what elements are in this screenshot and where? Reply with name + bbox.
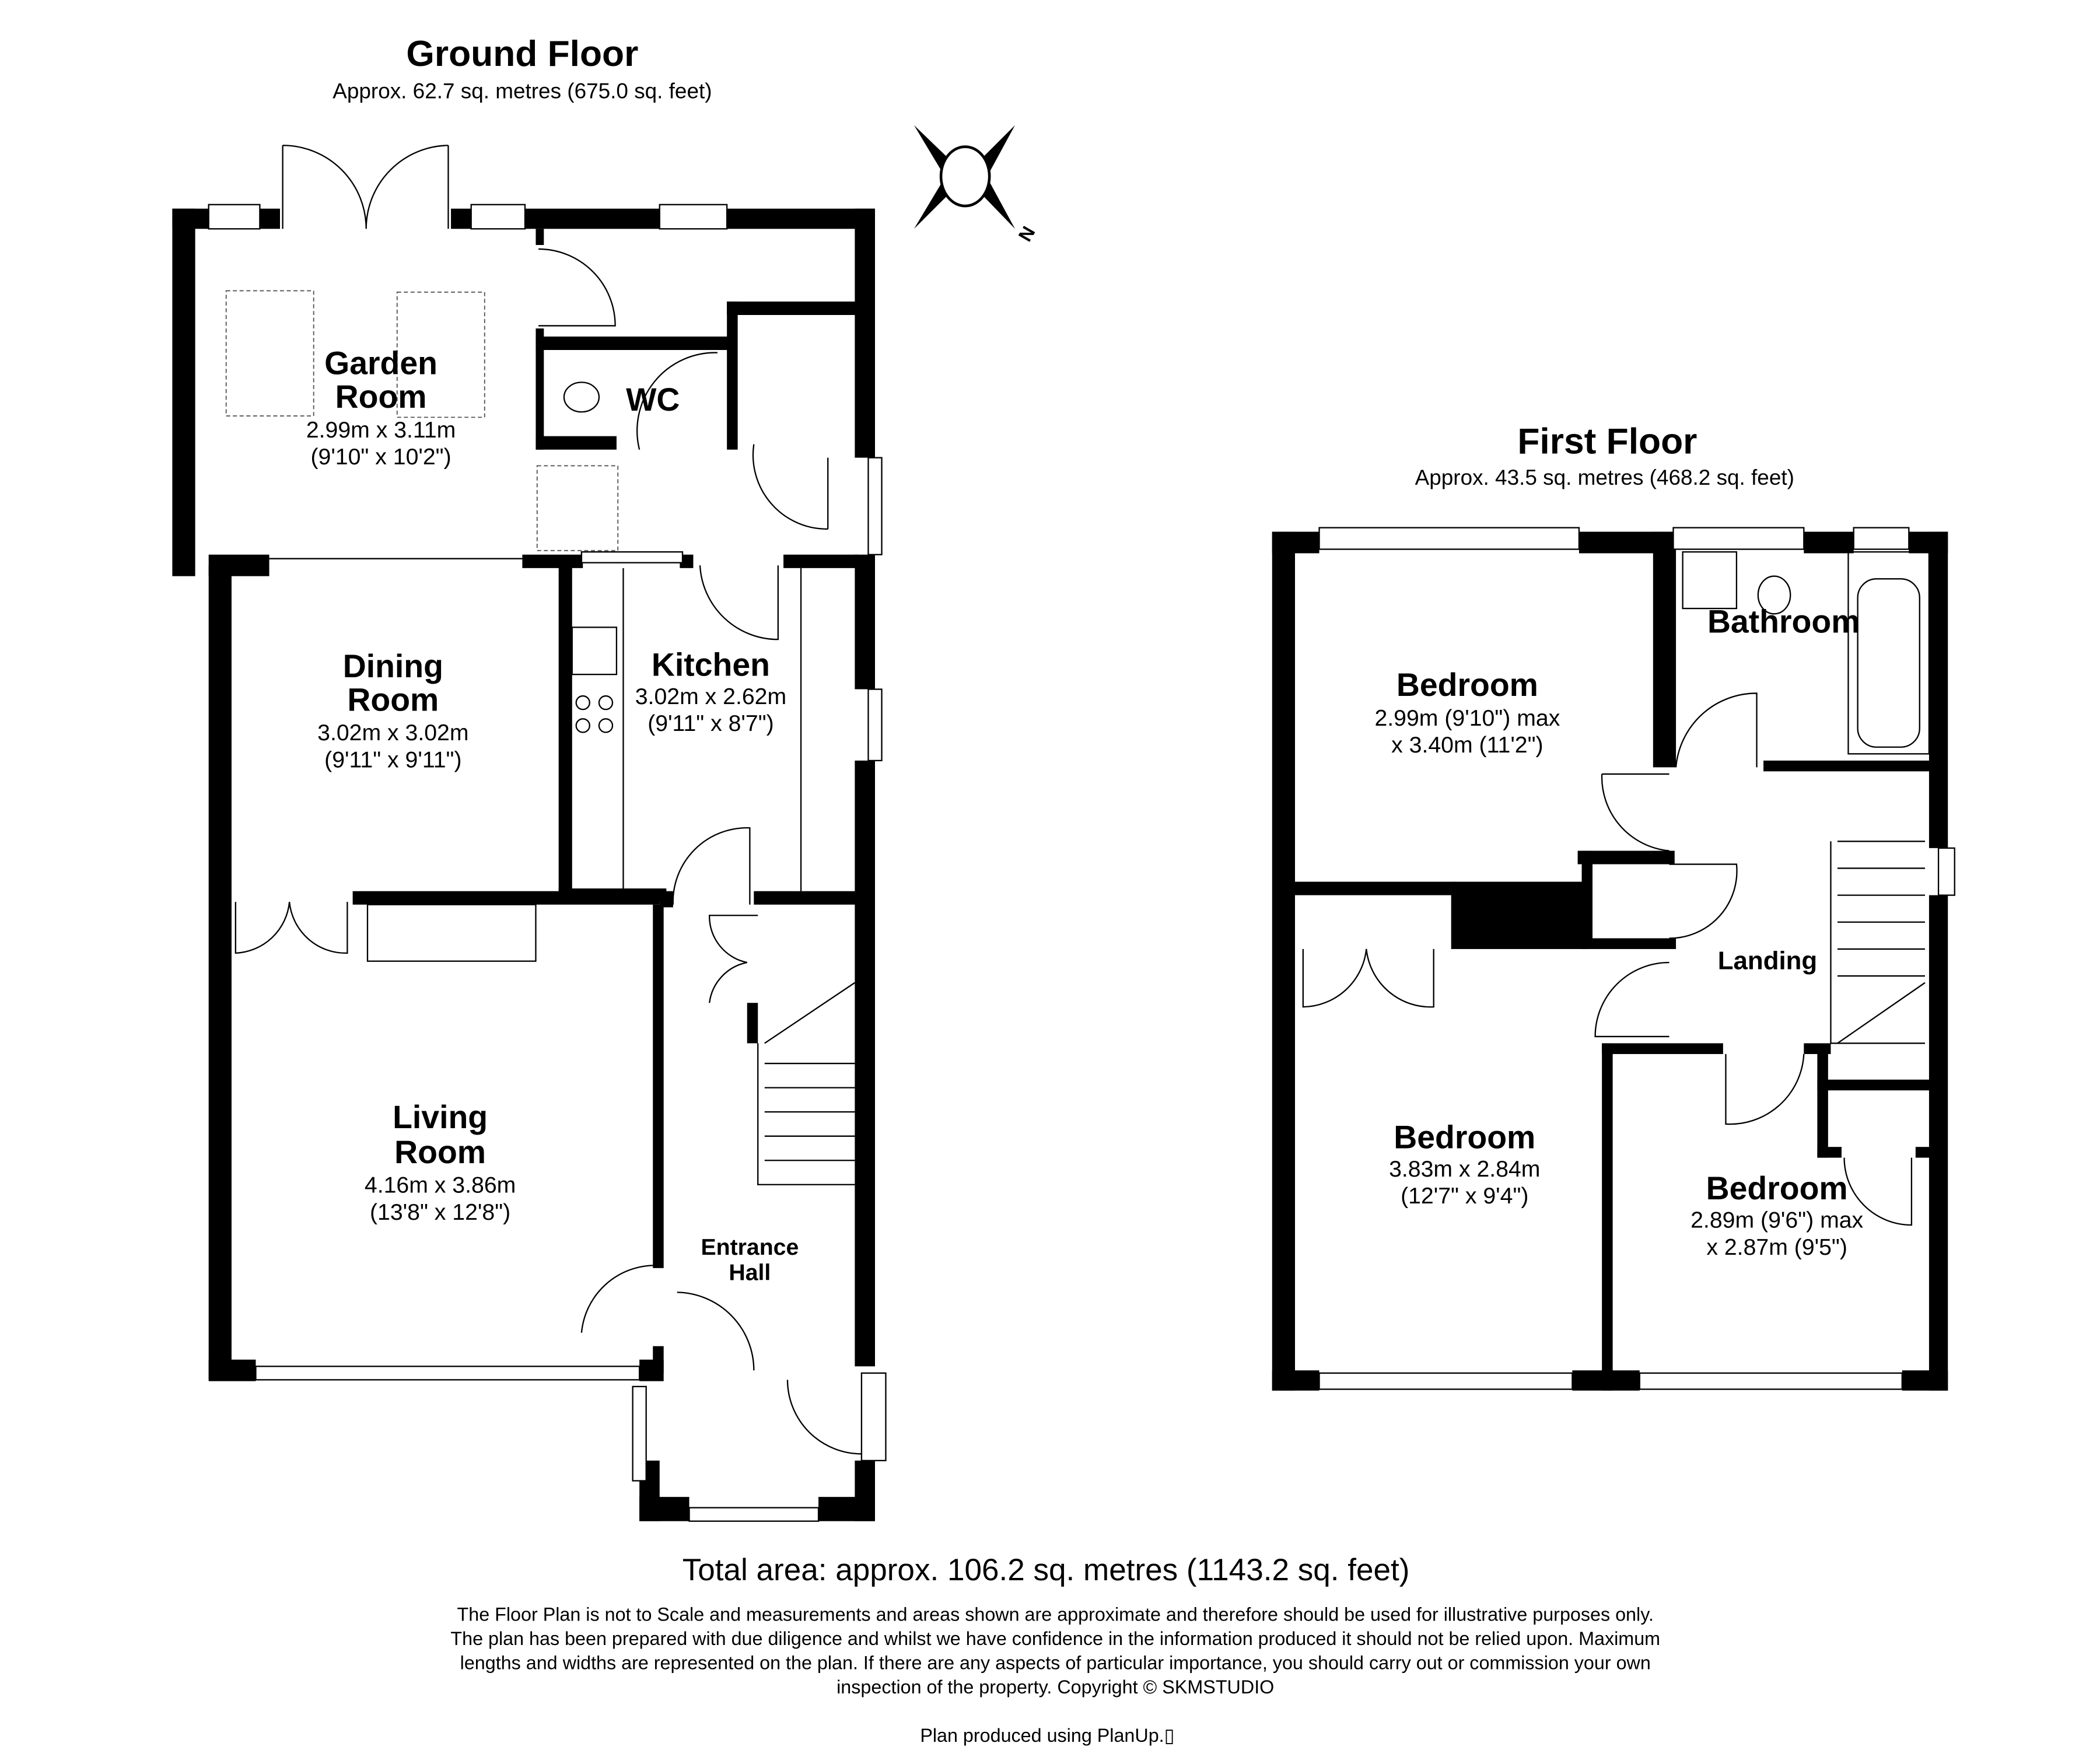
room-bathroom: Bathroom: [1707, 604, 1860, 640]
svg-text:Room: Room: [394, 1134, 486, 1170]
svg-text:Entrance: Entrance: [701, 1234, 799, 1260]
first-floor-walls: [1272, 531, 1948, 1391]
room-garden-room: Garden Room 2.99m x 3.11m (9'10" x 10'2"…: [306, 345, 456, 470]
svg-text:2.99m x 3.11m: 2.99m x 3.11m: [306, 417, 456, 443]
svg-text:x 2.87m (9'5"): x 2.87m (9'5"): [1706, 1234, 1847, 1260]
svg-text:Room: Room: [347, 681, 439, 718]
svg-text:The Floor Plan is not to Scale: The Floor Plan is not to Scale and measu…: [457, 1604, 1654, 1625]
first-floor-title: First Floor: [1517, 422, 1697, 462]
ground-floor-title: Ground Floor: [406, 34, 638, 74]
room-dining-room: Dining Room 3.02m x 3.02m (9'11" x 9'11"…: [317, 648, 468, 773]
svg-text:WC: WC: [626, 382, 680, 418]
room-living-room: Living Room 4.16m x 3.86m (13'8" x 12'8"…: [365, 1099, 516, 1225]
svg-text:inspection of the property. Co: inspection of the property. Copyright © …: [836, 1676, 1274, 1698]
svg-text:Bedroom: Bedroom: [1706, 1170, 1848, 1206]
compass-north-label: N: [1014, 223, 1040, 245]
svg-text:Bathroom: Bathroom: [1707, 604, 1860, 640]
svg-text:Garden: Garden: [324, 345, 438, 382]
svg-text:(12'7" x 9'4"): (12'7" x 9'4"): [1401, 1183, 1528, 1209]
ground-floor-fixtures: [208, 145, 887, 1522]
svg-text:lengths and widths are represe: lengths and widths are represented on th…: [460, 1653, 1651, 1674]
svg-text:The plan has been prepared wit: The plan has been prepared with due dili…: [450, 1628, 1660, 1649]
ground-floor-walls: [172, 208, 875, 1521]
room-bedroom-1: Bedroom 2.99m (9'10") max x 3.40m (11'2"…: [1374, 667, 1560, 758]
room-bedroom-2: Bedroom 3.83m x 2.84m (12'7" x 9'4"): [1389, 1119, 1540, 1209]
disclaimer: The Floor Plan is not to Scale and measu…: [450, 1604, 1660, 1698]
svg-text:3.02m x 3.02m: 3.02m x 3.02m: [317, 720, 468, 746]
svg-text:(9'11" x 8'7"): (9'11" x 8'7"): [648, 710, 774, 736]
svg-text:2.99m (9'10") max: 2.99m (9'10") max: [1374, 705, 1560, 731]
plan-produced-credit: Plan produced using PlanUp.▯: [920, 1725, 1174, 1746]
svg-text:4.16m x 3.86m: 4.16m x 3.86m: [365, 1172, 516, 1198]
svg-text:3.02m x 2.62m: 3.02m x 2.62m: [635, 684, 786, 709]
room-wc: WC: [626, 382, 680, 418]
svg-text:(13'8" x 12'8"): (13'8" x 12'8"): [370, 1199, 510, 1225]
first-floor-area: Approx. 43.5 sq. metres (468.2 sq. feet): [1415, 466, 1794, 489]
compass-icon: N: [914, 125, 1040, 245]
ground-floor-area: Approx. 62.7 sq. metres (675.0 sq. feet): [332, 79, 712, 103]
svg-text:Kitchen: Kitchen: [652, 646, 770, 682]
svg-text:Living: Living: [393, 1099, 488, 1135]
svg-text:3.83m x 2.84m: 3.83m x 2.84m: [1389, 1156, 1540, 1182]
first-floor-fixtures: [1302, 527, 1955, 1390]
svg-text:(9'11" x 9'11"): (9'11" x 9'11"): [324, 747, 461, 772]
svg-text:x 3.40m (11'2"): x 3.40m (11'2"): [1391, 732, 1543, 758]
svg-text:Landing: Landing: [1718, 947, 1817, 975]
room-landing: Landing: [1718, 947, 1817, 975]
svg-text:2.89m (9'6") max: 2.89m (9'6") max: [1690, 1208, 1863, 1233]
svg-text:Bedroom: Bedroom: [1394, 1119, 1535, 1155]
svg-text:Dining: Dining: [343, 648, 443, 684]
room-kitchen: Kitchen 3.02m x 2.62m (9'11" x 8'7"): [635, 646, 786, 736]
svg-text:(9'10" x 10'2"): (9'10" x 10'2"): [310, 444, 451, 470]
svg-text:Room: Room: [335, 379, 427, 415]
total-area: Total area: approx. 106.2 sq. metres (11…: [682, 1553, 1410, 1587]
room-bedroom-3: Bedroom 2.89m (9'6") max x 2.87m (9'5"): [1690, 1170, 1863, 1260]
svg-text:Hall: Hall: [729, 1260, 771, 1286]
svg-text:Bedroom: Bedroom: [1396, 667, 1538, 703]
room-entrance-hall: Entrance Hall: [701, 1234, 799, 1286]
